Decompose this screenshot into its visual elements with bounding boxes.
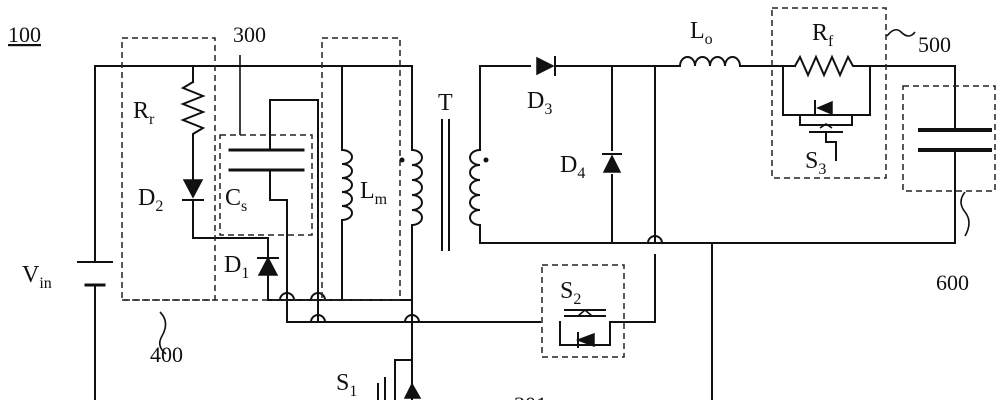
block-500	[771, 7, 887, 179]
label-rf: Rf	[812, 20, 834, 50]
vin-battery	[77, 261, 113, 287]
d1-diode	[257, 256, 279, 276]
label-lo: Lo	[690, 18, 713, 48]
rr-resistor	[180, 80, 206, 141]
leader-lines	[158, 28, 970, 355]
d3-diode	[536, 56, 556, 76]
block-label-400: 400	[150, 342, 183, 367]
output-capacitor	[918, 128, 992, 152]
label-t: T	[438, 90, 453, 116]
label-cs: Cs	[225, 185, 247, 215]
label-vin: Vin	[22, 262, 52, 292]
label-s3: S3	[805, 148, 826, 178]
label-rr: Rr	[133, 98, 155, 128]
transformer-core	[441, 119, 450, 251]
d4-diode	[602, 153, 622, 173]
label-d4: D4	[560, 152, 585, 182]
cs-capacitor	[228, 148, 305, 172]
block-301	[541, 264, 625, 358]
label-d3: D3	[527, 88, 552, 118]
dashed-blocks	[121, 7, 996, 358]
s1-transistor	[377, 377, 422, 400]
wire-hops	[278, 235, 664, 324]
labels: 100 300 400 500 600 301 Vin Rr D2 Cs D1 …	[8, 18, 969, 400]
label-d2: D2	[138, 185, 163, 215]
block-label-301: 301	[514, 392, 547, 400]
lo-inductor	[678, 56, 742, 68]
s2-transistor	[559, 308, 611, 348]
s3-transistor	[794, 100, 856, 161]
transformer-secondary	[469, 148, 489, 227]
block-600	[902, 85, 996, 192]
transformer-primary	[399, 148, 423, 227]
block-label-500: 500	[918, 32, 951, 57]
rf-resistor	[793, 54, 861, 78]
block-label-600: 600	[936, 270, 969, 295]
block-400-left	[121, 37, 216, 301]
label-s1: S1	[336, 370, 357, 400]
block-label-300: 300	[233, 22, 266, 47]
block-300	[219, 134, 313, 236]
block-400-right	[321, 37, 401, 301]
label-s2: S2	[560, 278, 581, 308]
lm-inductor	[340, 148, 353, 222]
label-d1: D1	[224, 252, 249, 282]
figure-ref: 100	[8, 22, 41, 47]
d2-diode	[182, 179, 204, 201]
wires	[94, 65, 956, 400]
label-lm: Lm	[360, 178, 388, 208]
